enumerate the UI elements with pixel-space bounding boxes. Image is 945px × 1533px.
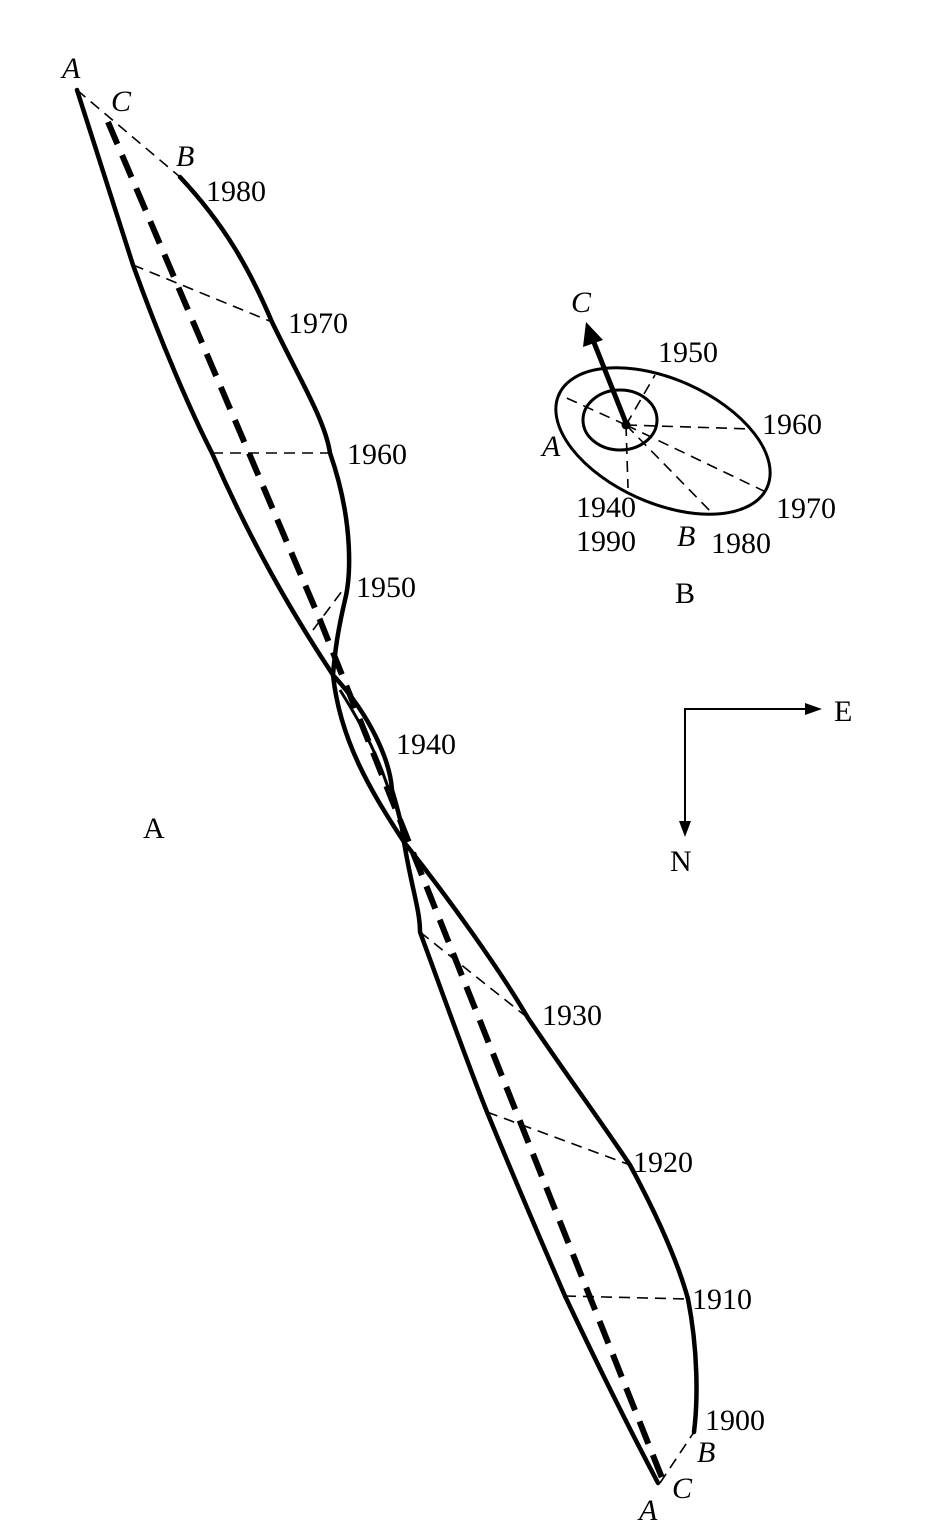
tie-line-1970 (132, 264, 273, 323)
panel-b-label-b: B (677, 520, 695, 553)
radial-1940 (625, 424, 629, 489)
radial-1950 (625, 374, 656, 426)
panel-b: C 1950 1960 A 1970 1940 1990 B 1980 B (540, 286, 836, 610)
year-label-1900: 1900 (705, 1404, 765, 1437)
panel-a: A C B A C B 1980 1970 1960 1950 1940 193… (60, 52, 765, 1527)
curve-a (74, 87, 661, 1486)
tie-line-1930 (419, 931, 529, 1019)
compass-east-label: E (834, 695, 852, 728)
radial-1970 (625, 424, 769, 494)
year-label-1970: 1970 (288, 307, 348, 340)
radial-a (559, 394, 627, 426)
panel-b-year-1980: 1980 (711, 527, 771, 560)
panel-b-year-1960: 1960 (762, 408, 822, 441)
compass: E N (670, 695, 852, 878)
year-label-1930: 1930 (542, 999, 602, 1032)
label-c-bottom: C (672, 1472, 693, 1505)
year-label-1940: 1940 (396, 728, 456, 761)
axis-c-arrow (590, 339, 631, 429)
panel-b-label: B (675, 577, 695, 610)
panel-b-label-a: A (540, 430, 561, 463)
label-a-top: A (60, 52, 81, 85)
end-line-top (76, 89, 181, 178)
label-b-top: B (176, 140, 194, 173)
crossing-segment (338, 689, 394, 801)
axis-c-line (105, 120, 665, 1480)
compass-lines (684, 708, 810, 825)
label-b-bottom: B (697, 1436, 715, 1469)
tie-line-1920 (486, 1111, 631, 1166)
year-label-1950: 1950 (356, 571, 416, 604)
axis-c-arrowhead (583, 322, 603, 347)
tie-line-1910 (564, 1295, 689, 1300)
panel-b-year-1990: 1990 (576, 525, 636, 558)
year-label-1960: 1960 (347, 438, 407, 471)
year-label-1980: 1980 (206, 175, 266, 208)
label-a-bottom: A (637, 1494, 658, 1527)
label-c-top: C (111, 85, 132, 118)
center-point (621, 420, 631, 430)
panel-b-label-c: C (571, 286, 592, 319)
north-arrowhead (679, 821, 691, 837)
year-label-1920: 1920 (633, 1146, 693, 1179)
panel-a-label: A (143, 812, 165, 845)
inner-ellipse (581, 388, 659, 452)
radial-1980 (625, 424, 713, 514)
east-arrowhead (805, 703, 822, 715)
panel-b-year-1970: 1970 (776, 492, 836, 525)
compass-north-label: N (670, 845, 692, 878)
year-label-1910: 1910 (692, 1283, 752, 1316)
curve-b (177, 174, 699, 1435)
radial-1960 (625, 424, 753, 430)
panel-b-year-1950: 1950 (658, 336, 718, 369)
panel-b-year-1940: 1940 (576, 491, 636, 524)
end-line-bottom (659, 1431, 695, 1484)
outer-ellipse (554, 366, 772, 516)
